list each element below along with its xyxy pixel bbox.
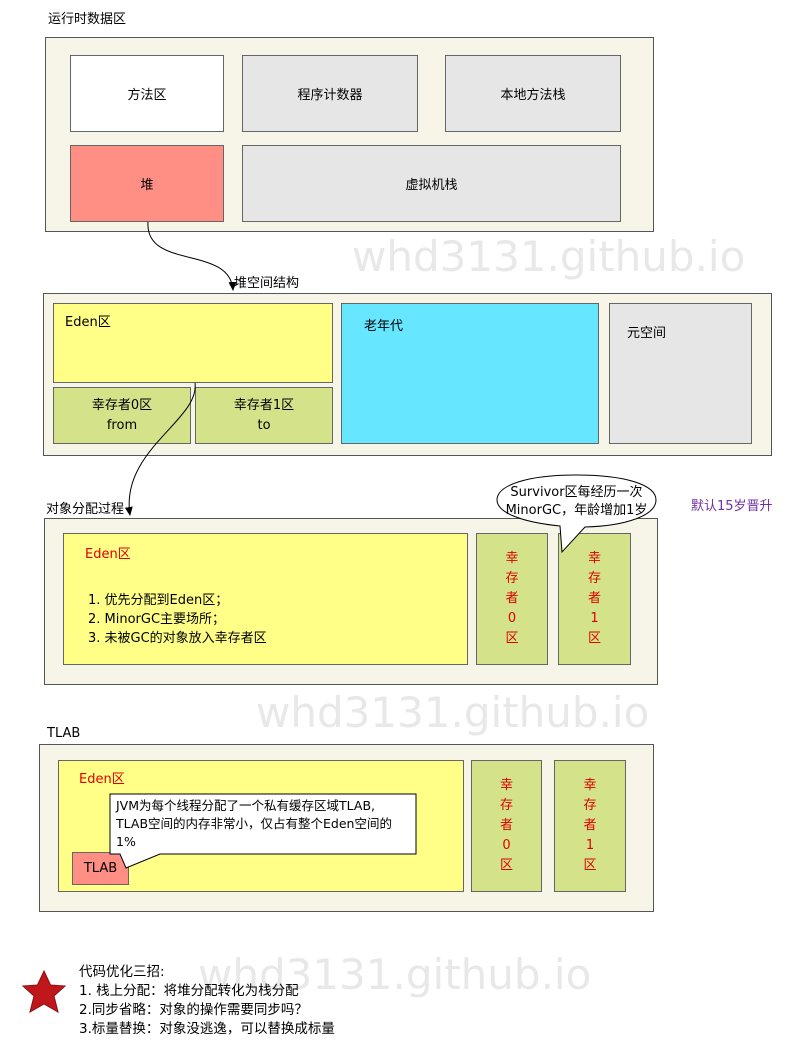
heap-survivor0-sub: from: [106, 417, 138, 433]
survivor-char: 存: [499, 798, 513, 813]
optimization-item: 1. 栈上分配：将堆分配转化为栈分配: [79, 983, 299, 999]
program-counter-box: 程序计数器: [242, 55, 418, 132]
tlab-title: TLAB: [47, 726, 81, 741]
native-stack-box: 本地方法栈: [445, 55, 621, 132]
survivor-char: 幸: [587, 551, 601, 566]
heap-survivor0-box: 幸存者0区 from: [53, 387, 191, 444]
watermark-2: whd3131.github.io: [256, 688, 650, 737]
survivor-char: 1: [590, 611, 599, 626]
default-promotion-note: 默认15岁晋升: [691, 499, 773, 514]
allocation-step: 1. 优先分配到Eden区；: [88, 593, 229, 608]
star-icon: [21, 969, 67, 1014]
callout-line: 1%: [116, 834, 136, 849]
allocation-eden-label: Eden区: [85, 547, 131, 562]
bubble-line: MinorGC，年龄增加1岁: [505, 503, 648, 518]
allocation-title: 对象分配过程: [46, 502, 125, 517]
tlab-box: TLAB: [72, 852, 129, 885]
heap-eden-box: Eden区: [53, 303, 333, 383]
survivor-char: 幸: [499, 778, 513, 793]
survivor-char: 者: [587, 591, 601, 606]
survivor-char: 区: [499, 858, 513, 873]
tlab-callout-text: JVM为每个线程分配了一个私有缓存区域TLAB, TLAB空间的内存非常小，仅占…: [116, 797, 414, 851]
tlab-survivor0-box: 幸 存 者 0 区: [471, 760, 542, 892]
vm-stack-box: 虚拟机栈: [242, 145, 621, 222]
survivor-char: 者: [505, 591, 519, 606]
tlab-callout: [109, 793, 417, 869]
allocation-eden-box: Eden区 1. 优先分配到Eden区； 2. MinorGC主要场所； 3. …: [63, 533, 468, 665]
survivor-char: 1: [585, 838, 595, 853]
runtime-title: 运行时数据区: [48, 12, 127, 27]
heap-survivor1-label: 幸存者1区: [233, 397, 295, 413]
structure-to-allocation-arrow: [124, 382, 196, 516]
survivor-char: 区: [505, 631, 519, 646]
tlab-survivor1-box: 幸 存 者 1 区: [554, 760, 626, 892]
survivor-char: 0: [507, 611, 517, 626]
optimization-item: 2.同步省略：对象的操作需要同步吗？: [79, 1002, 308, 1018]
heap-structure-title: 堆空间结构: [234, 276, 300, 291]
heap-survivor1-box: 幸存者1区 to: [195, 387, 333, 444]
optimization-title: 代码优化三招:: [79, 964, 165, 980]
survivor-char: 幸: [583, 778, 597, 793]
allocation-steps: 1. 优先分配到Eden区； 2. MinorGC主要场所； 3. 未被GC的对…: [88, 591, 267, 648]
heap-box: 堆: [70, 145, 224, 222]
watermark-3: whd3131.github.io: [198, 950, 592, 999]
metaspace-box: 元空间: [609, 303, 752, 444]
optimization-item: 3.标量替换：对象没逃逸，可以替换成标量: [79, 1021, 335, 1037]
survivor-char: 者: [583, 818, 597, 833]
allocation-survivor1-box: 幸 存 者 1 区: [558, 533, 631, 665]
allocation-step: 2. MinorGC主要场所；: [88, 612, 226, 627]
watermark-1: whd3131.github.io: [352, 232, 746, 281]
callout-line: JVM为每个线程分配了一个私有缓存区域TLAB,: [116, 798, 376, 813]
old-gen-label: 老年代: [364, 319, 404, 334]
old-gen-box: 老年代: [341, 303, 599, 444]
survivor-char: 区: [583, 858, 597, 873]
survivor-char: 者: [499, 818, 513, 833]
optimization-notes: 代码优化三招: 1. 栈上分配：将堆分配转化为栈分配 2.同步省略：对象的操作需…: [79, 963, 335, 1039]
survivor-char: 存: [587, 571, 601, 586]
survivor-char: 存: [505, 571, 519, 586]
metaspace-label: 元空间: [627, 326, 667, 341]
survivor-char: 存: [583, 798, 597, 813]
callout-line: TLAB空间的内存非常小，仅占有整个Eden空间的: [116, 816, 392, 831]
allocation-survivor0-box: 幸 存 者 0 区: [476, 533, 548, 665]
heap-survivor0-label: 幸存者0区: [91, 397, 153, 413]
survivor-bubble-text: Survivor区每经历一次 MinorGC，年龄增加1岁: [497, 484, 656, 520]
tlab-eden-label: Eden区: [79, 772, 125, 787]
heap-eden-label: Eden区: [65, 315, 111, 330]
survivor-char: 区: [587, 631, 601, 646]
method-area-box: 方法区: [70, 55, 224, 132]
heap-to-structure-arrow: [147, 221, 237, 291]
bubble-line: Survivor区每经历一次: [510, 485, 643, 500]
allocation-step: 3. 未被GC的对象放入幸存者区: [88, 631, 267, 646]
heap-survivor1-sub: to: [257, 417, 271, 433]
survivor-char: 0: [502, 838, 511, 853]
survivor-bubble: [496, 474, 657, 554]
survivor-char: 幸: [505, 551, 519, 566]
